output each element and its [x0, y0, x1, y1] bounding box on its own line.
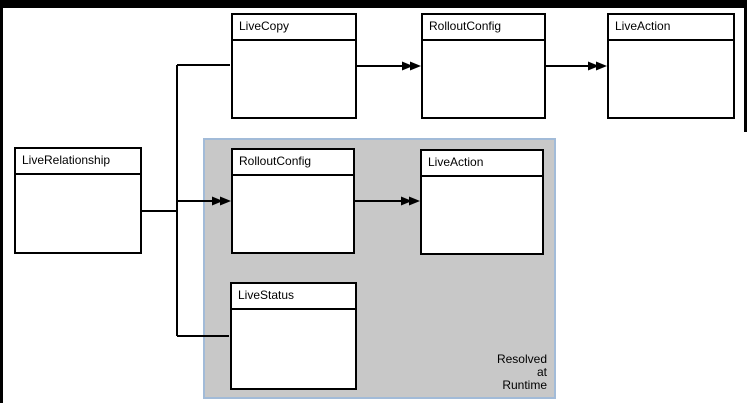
class-box-rolloutconfig-runtime: RolloutConfig — [231, 148, 355, 254]
frame-right-bar — [744, 8, 747, 132]
frame-top-bar — [0, 0, 747, 8]
class-box-liveaction-runtime: LiveAction — [420, 149, 544, 255]
class-box-rolloutconfig-top-title: RolloutConfig — [423, 15, 544, 41]
class-box-livestatus-title: LiveStatus — [232, 284, 355, 310]
runtime-label-line-1: Resolved — [496, 352, 547, 366]
class-box-liveaction-top: LiveAction — [607, 13, 735, 119]
runtime-label-line-2: at — [536, 365, 547, 379]
frame-left-bar — [0, 8, 3, 403]
resolved-at-runtime-label: Resolved at Runtime — [497, 353, 547, 392]
runtime-label-line-3: Runtime — [502, 378, 547, 392]
class-box-livecopy-title: LiveCopy — [233, 15, 355, 41]
class-box-rolloutconfig-runtime-title: RolloutConfig — [233, 150, 353, 176]
arrow-rolloutconfig-to-liveaction — [546, 61, 607, 71]
class-box-livecopy: LiveCopy — [231, 13, 357, 119]
class-box-livestatus: LiveStatus — [230, 282, 357, 390]
class-box-liverelationship-title: LiveRelationship — [16, 149, 140, 175]
class-box-liveaction-runtime-title: LiveAction — [422, 151, 542, 177]
arrow-livecopy-to-rolloutconfig — [357, 61, 421, 71]
class-box-liveaction-top-title: LiveAction — [609, 15, 733, 41]
class-box-liverelationship: LiveRelationship — [14, 147, 142, 254]
class-box-rolloutconfig-top: RolloutConfig — [421, 13, 546, 119]
